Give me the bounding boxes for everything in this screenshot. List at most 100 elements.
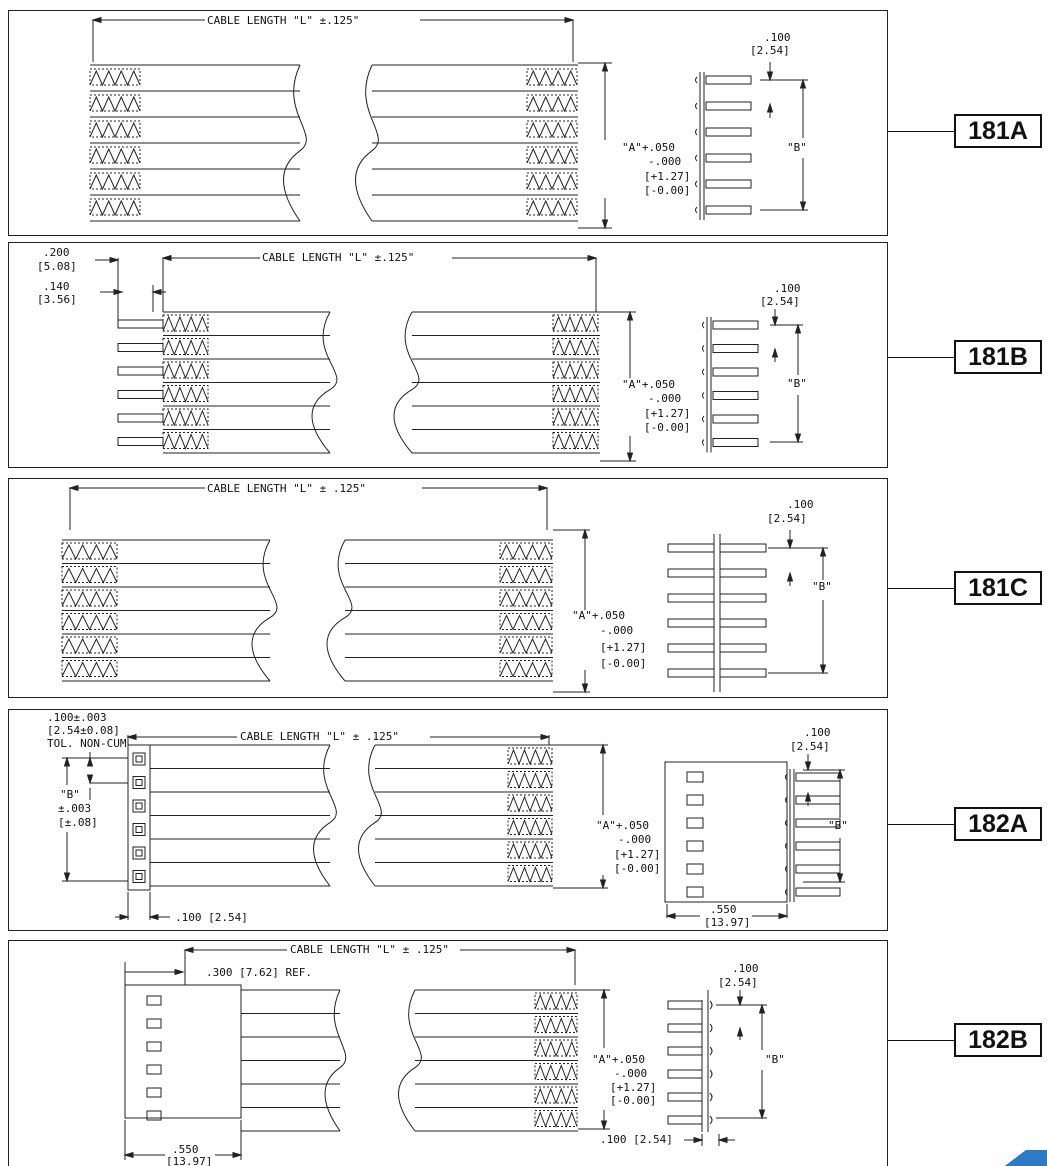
dim-b-label-181a: "B" [787, 141, 807, 154]
crimp-right-box [507, 747, 553, 765]
leader-181a [888, 131, 954, 132]
panel-182b [8, 940, 888, 1166]
crimp-left-box [61, 613, 118, 630]
housing-cell [132, 776, 146, 789]
housing-window [686, 771, 704, 783]
crimp-right-box [552, 408, 599, 426]
dim-a-minus-181b: -.000 [648, 392, 681, 405]
crimp-right [507, 795, 553, 813]
pin-181b-loop [702, 415, 705, 423]
crimp-right [534, 1017, 578, 1034]
crimp-right [499, 637, 553, 655]
crimp-right [534, 1087, 578, 1105]
crimp-right [507, 819, 553, 836]
crimp-right [534, 993, 578, 1011]
arrowhead [819, 546, 827, 557]
crimp-right [507, 748, 553, 766]
dim-a-mm-minus-182a: [-0.00] [614, 862, 660, 875]
pin-182b [667, 1069, 703, 1079]
arrowhead [63, 756, 71, 767]
pin-181a-loop [695, 102, 698, 110]
pin-182a-body [795, 772, 841, 782]
pin-182a-body [795, 841, 841, 851]
tag-182b: 182B [954, 1023, 1042, 1057]
leader-182b [888, 1040, 954, 1041]
pin-loop [709, 1046, 713, 1056]
crimp-right-box [526, 146, 578, 164]
pin-182a-loop [785, 773, 788, 781]
tag-181a: 181A [954, 114, 1042, 148]
crimp-right-box [499, 613, 553, 630]
crimp-right-box [534, 992, 578, 1010]
pin-181a-body [705, 127, 752, 137]
crimp-left [89, 95, 141, 113]
pitch-label-181a: .100 [764, 31, 791, 44]
arrowhead [804, 791, 812, 802]
housing-cell [132, 846, 146, 860]
arrowhead [119, 913, 130, 921]
dim-a-mm-minus-181c: [-0.00] [600, 657, 646, 670]
crimp-right-box [507, 841, 553, 859]
crimp-left [61, 637, 118, 655]
crimp-left-box [162, 338, 209, 355]
housing-window [146, 1064, 162, 1075]
dim-a-mm-plus-181b: [+1.27] [644, 407, 690, 420]
arrowhead [109, 256, 120, 264]
crimp-right-box [507, 818, 553, 835]
crimp-right [552, 315, 599, 333]
crimp-right [526, 121, 578, 139]
arrowhead [799, 78, 807, 89]
pin-181c [719, 668, 767, 678]
pin-182a-body [795, 887, 841, 897]
crimp-right [534, 1040, 578, 1058]
pin-loop [709, 1000, 713, 1010]
crimp-left-box [61, 566, 118, 583]
crimp-right-box [526, 172, 578, 190]
arrowhead [804, 761, 812, 772]
pin-182a-loop [785, 865, 788, 873]
crimp-right [526, 173, 578, 191]
pin-182a-body [795, 864, 841, 874]
crimp-left [89, 69, 141, 87]
dim-a-mm-minus-181a: [-0.00] [644, 184, 690, 197]
pin-181b-loop [702, 439, 705, 446]
arrowhead [758, 1109, 766, 1120]
panel-181b [8, 242, 888, 468]
pitch-label-182a: .100 [804, 726, 831, 739]
leader-181b [888, 357, 954, 358]
break-line [358, 744, 382, 887]
b-left-tol-mm-182a: [±.08] [58, 816, 98, 829]
pitch-mm-label-181b: [2.54] [760, 295, 800, 308]
arrowhead [538, 484, 549, 492]
arrowhead [600, 1120, 608, 1131]
housing-window [686, 817, 704, 829]
dim-a-minus-182a: -.000 [618, 833, 651, 846]
tolerance-line-1-182a: .100±.003 [47, 711, 107, 724]
crimp-left [162, 339, 209, 356]
pin-181c [719, 643, 767, 653]
dim-b-label-181c: "B" [812, 580, 832, 593]
arrowhead [794, 323, 802, 334]
pitch-mm-label-181c: [2.54] [767, 512, 807, 525]
crimp-left-box [61, 636, 118, 654]
crimp-left [61, 543, 118, 561]
arrowhead [63, 872, 71, 883]
pin-182a-body [795, 795, 841, 805]
arrowhead [587, 254, 598, 262]
pin-182b [667, 1092, 703, 1102]
tag-181b: 181B [954, 340, 1042, 374]
crimp-left-box [162, 432, 209, 449]
break-line [355, 64, 379, 222]
pin-181b-body [712, 320, 759, 330]
arrowhead [799, 201, 807, 212]
crimp-right-box [552, 338, 599, 355]
crimp-left [61, 661, 118, 678]
pin-181a-loop [695, 76, 698, 84]
housing-window [146, 1087, 162, 1098]
pin-181c [667, 568, 715, 578]
arrowhead [113, 288, 124, 296]
crimp-left-box [89, 172, 141, 190]
crimp-right-box [534, 1016, 578, 1033]
pin-181a-loop [695, 180, 698, 188]
pin-181c [667, 668, 715, 678]
